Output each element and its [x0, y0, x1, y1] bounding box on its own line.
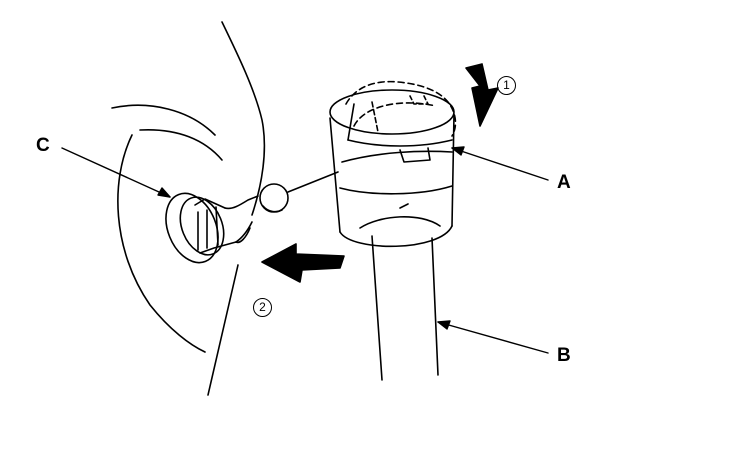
socket-clip — [329, 80, 457, 248]
step-two-marker: 2 — [253, 298, 272, 317]
leader-lines — [61, 146, 549, 354]
callout-b: B — [557, 345, 571, 366]
step-one-marker: 1 — [497, 76, 516, 95]
panel-outline — [111, 21, 266, 396]
shift-rod — [371, 235, 439, 381]
callout-a: A — [557, 172, 571, 193]
push-down-arrow — [465, 63, 499, 127]
callout-c: C — [36, 135, 50, 156]
pull-out-arrow — [261, 243, 345, 283]
ball-joint-connector — [165, 183, 289, 264]
link-rod — [287, 171, 339, 193]
